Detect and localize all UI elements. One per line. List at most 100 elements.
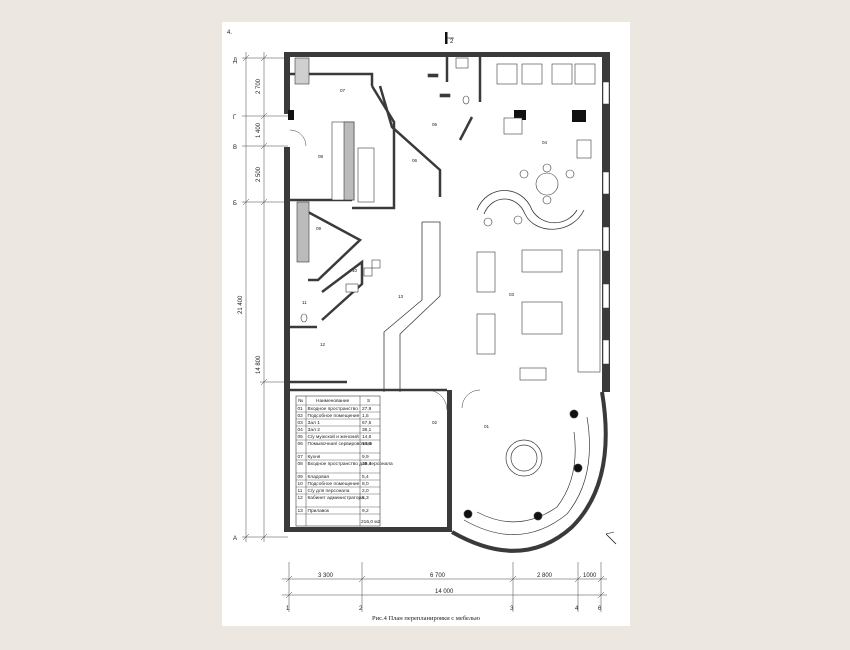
table-cell-name: Зал 2 <box>308 427 321 433</box>
section-mark-label: 2 <box>450 39 454 45</box>
table-cell-name: Кухня <box>308 454 321 460</box>
section-mark-top: 2 <box>445 32 454 45</box>
table-cell-area: 5,4 <box>362 474 369 480</box>
room-label: 01 <box>484 424 490 429</box>
left-dimension-labels: 2 700 1 400 2 500 21 400 14 800 <box>238 78 262 374</box>
room-label: 02 <box>432 420 438 425</box>
dim-label: 21 400 <box>238 295 244 314</box>
room-label: 03 <box>509 292 515 297</box>
room-label: 04 <box>542 140 548 145</box>
room-label: 10 <box>352 268 358 273</box>
table-cell-area: 6,3 <box>362 495 369 501</box>
table-cell-number: 05 <box>298 434 304 440</box>
table-cell-number: 12 <box>298 495 304 501</box>
table-cell-name: Входное пространство <box>308 406 359 412</box>
axis-label: 2 <box>359 606 363 612</box>
room-label: 08 <box>318 154 324 159</box>
wc-fixtures <box>300 57 470 323</box>
axis-label: В <box>233 145 237 151</box>
table-cell-area: 9,9 <box>362 454 369 460</box>
banquette <box>476 190 585 230</box>
floor-plan: 2 700 1 400 2 500 21 400 14 800 Д Г В Б … <box>233 32 617 612</box>
internal-walls <box>290 57 482 392</box>
table-cell-area: 36,1 <box>362 427 372 433</box>
table-cell-number: 08 <box>298 461 304 467</box>
table-cell-number: 04 <box>298 427 304 433</box>
axis-label: 4 <box>575 606 579 612</box>
left-dimension-lines <box>242 52 288 542</box>
table-cell-area: 8,0 <box>362 481 369 487</box>
table-cell-number: 11 <box>298 488 303 494</box>
table-cell-number: 03 <box>298 420 304 426</box>
kitchen-equipment <box>294 57 381 293</box>
table-total: 216,0 м2 <box>361 519 381 525</box>
table-cell-name: С/у для персонала <box>308 488 350 494</box>
dim-label: 1 400 <box>256 122 262 138</box>
bottom-dimension-lines <box>282 562 607 612</box>
dim-label: 6 700 <box>430 573 446 579</box>
axis-label: 1 <box>286 606 290 612</box>
section-mark-bottom <box>605 531 617 545</box>
room-label: 11 <box>302 300 307 305</box>
room-label: 13 <box>398 294 404 299</box>
table-cell-area: 9,2 <box>362 508 369 514</box>
axis-label: Г <box>233 115 237 121</box>
door-swings <box>289 129 481 411</box>
dim-label: 1000 <box>583 573 597 579</box>
room-label: 07 <box>340 88 346 93</box>
table-cell-name: С/у мужской и женский <box>308 433 359 440</box>
table-cell-name: Прилавок <box>308 508 330 514</box>
dim-label: 14 000 <box>435 589 454 595</box>
room-label: 05 <box>432 122 438 127</box>
table-cell-name: Подсобное помещение <box>308 413 360 419</box>
table-header-name: Наименование <box>316 398 350 404</box>
axis-label: Д <box>233 58 237 64</box>
table-cell-name: Кабинет администратора <box>308 495 365 501</box>
dim-label: 14 800 <box>256 355 262 374</box>
table-cell-name: Подсобное помещение <box>308 481 360 487</box>
table-cell-number: 01 <box>298 406 304 412</box>
bottom-dimension-labels: 3 300 6 700 2 800 1000 14 000 <box>318 573 597 595</box>
table-cell-area: 14,6 <box>362 434 372 440</box>
table-cell-number: 09 <box>298 474 304 480</box>
drawing-sheet: 4. 2 700 1 400 2 500 21 400 <box>222 22 630 626</box>
room-label: 12 <box>320 342 326 347</box>
dim-label: 2 500 <box>256 166 262 182</box>
table-cell-name: Зал 1 <box>308 420 321 426</box>
dim-label: 2 700 <box>256 78 262 94</box>
table-cell-area: 1,5 <box>362 413 369 419</box>
hall-2-furniture <box>496 63 596 205</box>
table-cell-area: 67,5 <box>362 420 372 426</box>
table-cell-area: 16,4 <box>362 461 372 467</box>
room-labels: 01 02 03 04 05 06 07 08 09 10 11 12 13 <box>302 88 548 429</box>
spiral-stair <box>451 391 608 553</box>
table-cell-number: 13 <box>298 508 304 514</box>
table-cell-name: Входное пространство для персонала <box>308 461 393 467</box>
table-cell-number: 06 <box>298 441 304 447</box>
sheet-number: 4. <box>227 30 233 36</box>
table-cell-area: 2,0 <box>362 488 369 494</box>
room-label: 09 <box>316 226 322 231</box>
right-windows <box>602 81 610 365</box>
table-cell-name: Кладовая <box>308 474 330 480</box>
table-header-area: S <box>367 398 370 404</box>
table-cell-number: 10 <box>298 481 304 487</box>
figure-caption: Рис.4 План перепланировки с мебелью <box>372 615 480 622</box>
axis-label: 6 <box>598 606 602 612</box>
table-cell-number: 02 <box>298 413 304 419</box>
axis-label: 3 <box>510 606 514 612</box>
table-cell-area: 27,9 <box>362 406 372 412</box>
column-axis-labels: 1 2 3 4 6 <box>286 606 602 612</box>
structural-columns <box>288 110 586 122</box>
table-cell-area: 10,6 <box>362 441 372 447</box>
dim-label: 3 300 <box>318 573 334 579</box>
axis-label: А <box>233 536 237 542</box>
room-label: 06 <box>412 158 418 163</box>
table-cell-number: 07 <box>298 454 304 460</box>
outer-walls <box>284 52 610 532</box>
table-header-number: № <box>298 398 303 404</box>
hall-tables <box>476 215 601 381</box>
table-cell-name: Помывочная/ сервировочная <box>308 441 373 447</box>
